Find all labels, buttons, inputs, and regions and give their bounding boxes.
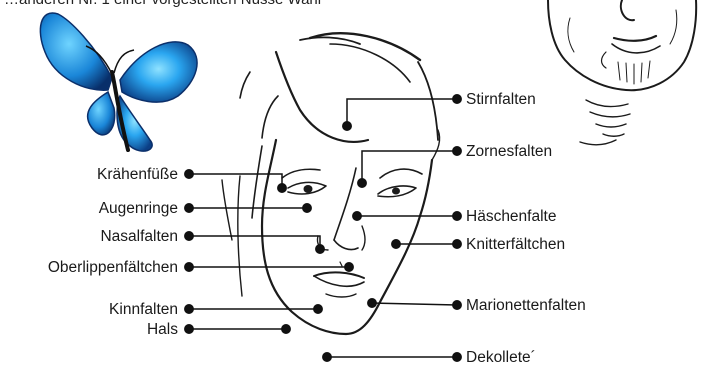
- label-hals: Hals: [147, 321, 178, 338]
- callout-lines: [185, 95, 461, 361]
- label-kraehenfuesse: Krähenfüße: [97, 166, 178, 183]
- label-nasalfalten: Nasalfalten: [100, 228, 178, 245]
- butterfly-icon: [40, 13, 197, 151]
- small-face-sketch: [548, 0, 696, 145]
- label-kinnfalten: Kinnfalten: [109, 301, 178, 318]
- label-stirnfalten: Stirnfalten: [466, 91, 536, 108]
- face-sketch: [222, 33, 440, 334]
- label-marionettenfalten: Marionettenfalten: [466, 297, 586, 314]
- label-knitterfaeltchen: Knitterfältchen: [466, 236, 565, 253]
- label-zornesfalten: Zornesfalten: [466, 143, 552, 160]
- label-oberlippenfaeltchen: Oberlippenfältchen: [48, 259, 178, 276]
- label-dekollete: Dekollete´: [466, 349, 536, 366]
- label-augenringe: Augenringe: [99, 200, 178, 217]
- label-haeschenfalte: Häschenfalte: [466, 208, 556, 225]
